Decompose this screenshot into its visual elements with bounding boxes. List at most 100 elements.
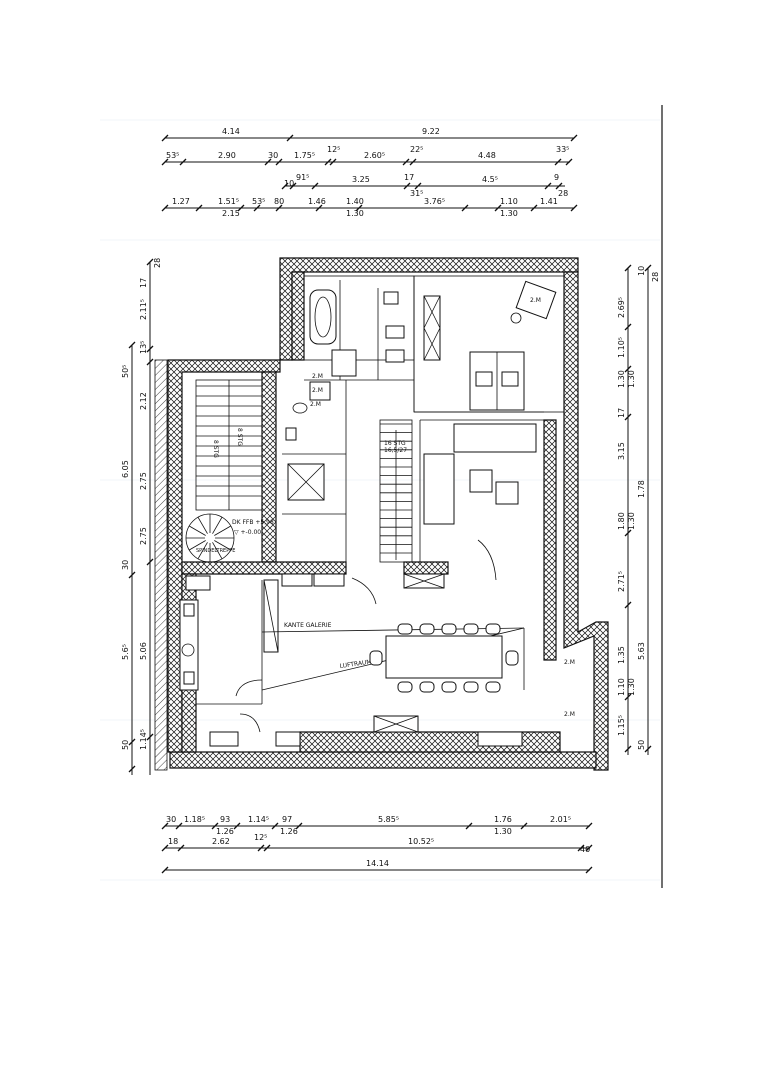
spiral-step	[197, 542, 208, 559]
dim-left-11: 5.06	[139, 642, 148, 660]
wall-east	[563, 271, 609, 771]
dim-bot-2-0: 18	[168, 837, 178, 846]
spiral-step	[212, 542, 223, 559]
wc-sink	[285, 427, 297, 441]
bottom-dimension-chains: 30 1.18⁵ 93 1.26 1.14⁵ 97 1.26 5.85⁵ 1.7…	[161, 815, 593, 874]
dim-top-4-11: 1.41	[540, 197, 558, 206]
dining-chair	[441, 623, 457, 635]
door-swing-gallery	[351, 577, 377, 605]
dim-top-3-1: 91⁵	[296, 173, 309, 182]
dim-right-2: 2.69⁵	[617, 297, 626, 318]
zm-label-1: 2.M	[530, 297, 541, 304]
interior-partitions	[196, 275, 565, 705]
kante-galerie-label: KANTE GALERIE	[284, 622, 332, 629]
stairwell-central: 16 STG 16,5/27	[379, 419, 413, 563]
dim-top-2-8: 33⁵	[556, 145, 569, 154]
dim-top-2-2: 30	[268, 151, 278, 160]
dim-right-1: 10	[637, 266, 646, 276]
wc-toilet	[292, 402, 308, 414]
kitchen-counter	[179, 599, 199, 691]
dining-chair	[485, 623, 501, 635]
dim-bot-1-9: 1.30	[494, 827, 512, 836]
wall-south	[169, 751, 597, 769]
side-table-2	[495, 481, 519, 505]
sink-1	[385, 325, 405, 339]
dim-top-3-4: 31⁵	[410, 189, 423, 198]
bedroom-furniture	[469, 280, 557, 411]
dim-top-4-1: 1.51⁵	[218, 197, 239, 206]
wardrobe-bed	[423, 295, 441, 361]
spiral-step	[189, 540, 206, 551]
gallery-dining: KANTE GALERIE LUFTRAUM	[209, 573, 525, 747]
dim-left-6: 6.05	[121, 460, 130, 478]
stairwell-west: 8 STG 8 STG SPINDELTREPPE DK FFB +5,98 ▽…	[185, 379, 274, 563]
right-dimension-chains: 28 10 2.69⁵ 1.10⁵ 1.30 1.30 17 3.15 1.78…	[617, 264, 660, 755]
dim-right-0: 28	[651, 272, 660, 282]
dim-right-6: 17	[617, 408, 626, 418]
door-swing-south	[239, 713, 261, 733]
dim-top-2-5: 2.60⁵	[364, 151, 385, 160]
dining-chair	[463, 623, 479, 635]
toilet-bath	[383, 291, 399, 305]
dim-right-9: 1.30	[627, 512, 636, 530]
spiral-step	[197, 517, 208, 534]
dim-right-3: 1.10⁵	[617, 337, 626, 358]
dim-bot-1-1: 1.18⁵	[184, 815, 205, 824]
dim-top-4-10: 1.30	[500, 209, 518, 218]
zm-label-3: 2.M	[564, 659, 575, 666]
dim-bot-1-4: 1.14⁵	[248, 815, 269, 824]
dim-left-12: 1.14⁵	[139, 729, 148, 750]
dim-left-8: 30	[121, 560, 130, 570]
wall-west-stair	[167, 359, 281, 753]
dim-top-1-0: 4.14	[222, 127, 240, 136]
dim-bot-1-8: 1.76	[494, 815, 512, 824]
dim-left-10: 5.6⁵	[121, 644, 130, 660]
zm-marks: 2.M 2.M 2.M 2.M 2.M 2.M	[310, 297, 575, 718]
dim-top-3-0: 10	[284, 179, 294, 188]
dining-chair	[397, 623, 413, 635]
spiral-step	[212, 517, 223, 534]
dim-top-2-3: 1.75⁵	[294, 151, 315, 160]
dim-top-4-6: 1.40	[346, 197, 364, 206]
dim-bot-2-2: 12⁵	[254, 833, 267, 842]
dim-left-1: 17	[139, 278, 148, 288]
dim-right-13: 5.63	[637, 642, 646, 660]
level-ref-label: ▽ +-0.00	[234, 529, 261, 536]
dim-bot-1-6: 1.26	[280, 827, 298, 836]
dim-top-4-3: 53⁵	[252, 197, 265, 206]
wall-stairwell-east	[261, 371, 277, 563]
stair-label-b: 8 STG	[236, 428, 243, 446]
dim-left-5: 2.12	[139, 392, 148, 410]
sink-2	[385, 349, 405, 363]
dining-chair	[419, 623, 435, 635]
dim-top-3-3: 17	[404, 173, 414, 182]
stair-steps-label: 16 STG	[384, 440, 406, 447]
dim-bot-3-0: 14.14	[366, 859, 389, 868]
dim-top-4-4: 80	[274, 197, 284, 206]
top-dimension-chains: 4.14 9.22 53⁵ 2.90 30 1.75⁵ 12⁵ 2.60⁵ 22…	[161, 127, 578, 218]
stair-ratio-label: 16,5/27	[384, 447, 407, 454]
exterior-walls	[154, 257, 609, 771]
dim-bot-2-4: 40	[580, 845, 590, 854]
floor-level-label: DK FFB +5,98	[232, 519, 274, 526]
dim-top-2-0: 53⁵	[166, 151, 179, 160]
dining-chair-end	[505, 650, 519, 666]
luftraum-label: LUFTRAUM	[339, 659, 372, 670]
dim-bot-1-0: 30	[166, 815, 176, 824]
zm-label-2: 2.M	[310, 401, 321, 408]
dining-chair	[397, 681, 413, 693]
dim-right-11: 2.71⁵	[617, 571, 626, 592]
dim-left-2: 2.11⁵	[139, 299, 148, 320]
bathtub	[309, 289, 337, 345]
bathroom-fixtures	[285, 289, 441, 501]
dim-top-2-1: 2.90	[218, 151, 236, 160]
spiral-label: SPINDELTREPPE	[196, 548, 235, 554]
door-swing-living	[477, 539, 497, 581]
dim-top-3-6: 9	[554, 173, 559, 182]
wc-box	[309, 381, 331, 401]
dim-left-0: 28	[153, 258, 162, 268]
dim-top-4-2: 2.15	[222, 209, 240, 218]
zm-label-6: 2.M	[312, 373, 323, 380]
corner-desk	[515, 280, 557, 320]
